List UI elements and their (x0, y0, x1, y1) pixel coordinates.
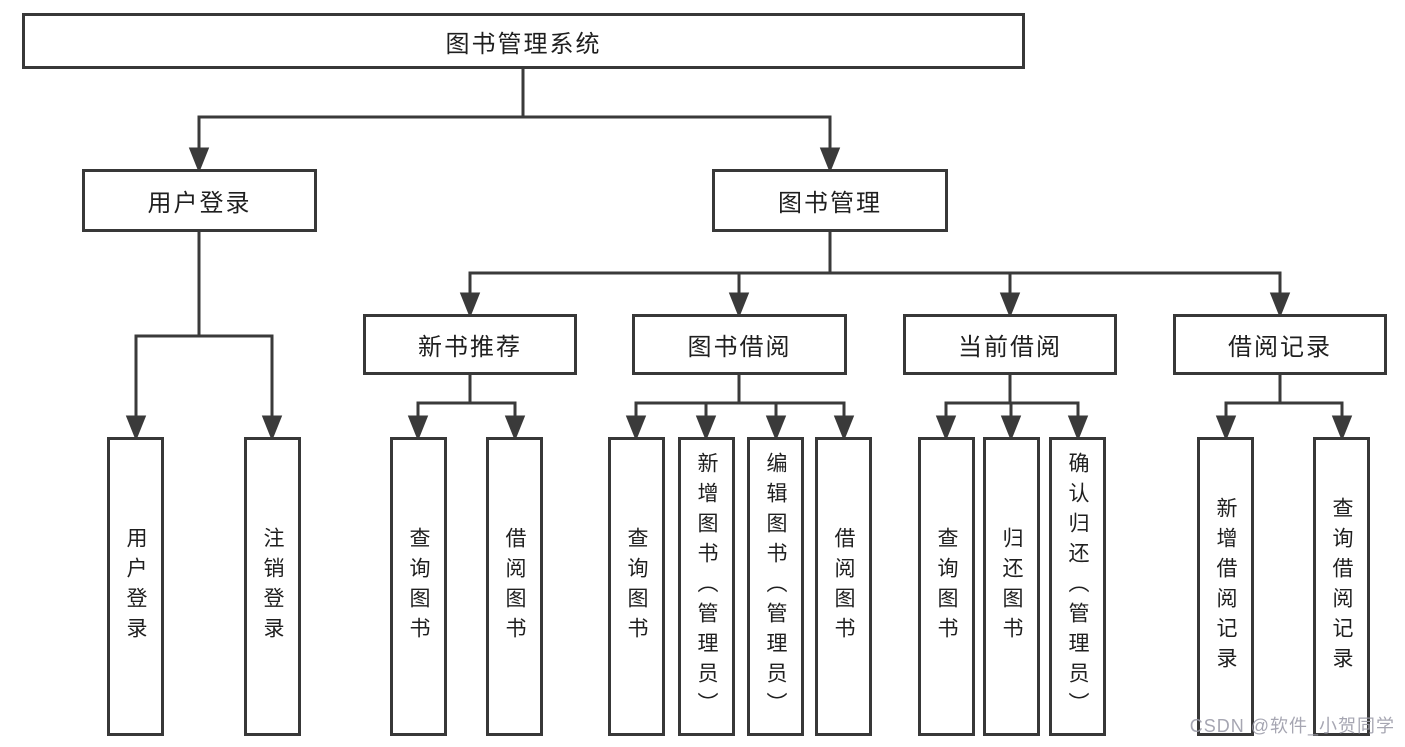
leaf-label: 查询借阅记录 (1330, 496, 1353, 677)
leaf-label: 注销登录 (261, 526, 284, 647)
leaf-label: 新增图书（管理员） (695, 451, 718, 722)
leaf-edit-books-admin: 编辑图书（管理员） (747, 437, 804, 736)
leaf-add-books-admin: 新增图书（管理员） (678, 437, 735, 736)
leaf-query-borrow-record: 查询借阅记录 (1313, 437, 1370, 736)
leaf-label: 新增借阅记录 (1214, 496, 1237, 677)
leaf-label: 借阅图书 (503, 526, 526, 647)
leaf-label: 用户登录 (124, 526, 147, 647)
leaf-return-books: 归还图书 (983, 437, 1040, 736)
node-user-login: 用户登录 (82, 169, 317, 232)
leaf-query-books-current: 查询图书 (918, 437, 975, 736)
leaf-add-borrow-record: 新增借阅记录 (1197, 437, 1254, 736)
leaf-label: 归还图书 (1000, 526, 1023, 647)
leaf-user-login: 用户登录 (107, 437, 164, 736)
node-current-borrow: 当前借阅 (903, 314, 1117, 375)
leaf-label: 借阅图书 (832, 526, 855, 647)
leaf-query-books-recommend: 查询图书 (390, 437, 447, 736)
leaf-label: 编辑图书（管理员） (764, 451, 787, 722)
leaf-label: 查询图书 (625, 526, 648, 647)
leaf-borrow-books: 借阅图书 (815, 437, 872, 736)
node-new-book-recommend: 新书推荐 (363, 314, 577, 375)
node-book-management: 图书管理 (712, 169, 948, 232)
leaf-label: 查询图书 (407, 526, 430, 647)
node-borrow-records: 借阅记录 (1173, 314, 1387, 375)
leaf-confirm-return-admin: 确认归还（管理员） (1049, 437, 1106, 736)
leaf-borrow-books-recommend: 借阅图书 (486, 437, 543, 736)
leaf-label: 查询图书 (935, 526, 958, 647)
node-root: 图书管理系统 (22, 13, 1025, 69)
leaf-label: 确认归还（管理员） (1066, 451, 1089, 722)
leaf-logout: 注销登录 (244, 437, 301, 736)
node-book-borrow: 图书借阅 (632, 314, 847, 375)
leaf-query-books-borrow: 查询图书 (608, 437, 665, 736)
csdn-watermark: CSDN @软件_小贺同学 (1189, 716, 1395, 736)
